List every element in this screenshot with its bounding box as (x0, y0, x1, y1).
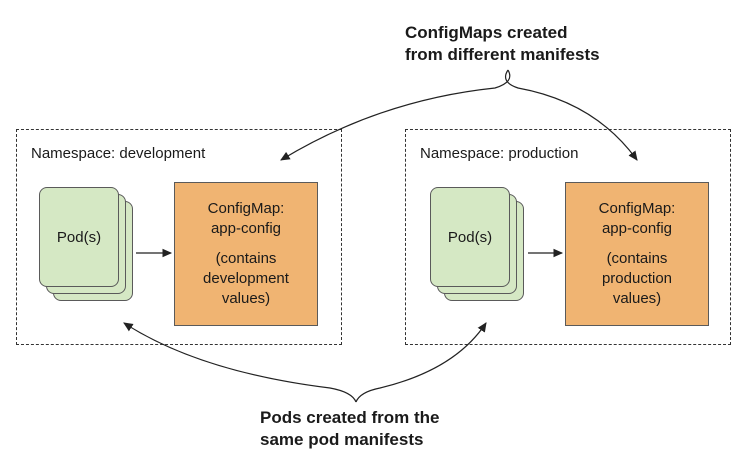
configmap-development: ConfigMap: app-config (contains developm… (174, 182, 318, 326)
configmaps-callout: ConfigMaps created from different manife… (405, 22, 600, 66)
pod-card-front: Pod(s) (39, 187, 119, 287)
pod-label: Pod(s) (447, 228, 493, 246)
configmaps-callout-line2: from different manifests (405, 45, 600, 64)
configmap-note-2: development (203, 270, 289, 287)
namespace-production-label: Namespace: production (420, 145, 579, 162)
pod-label: Pod(s) (56, 228, 102, 246)
namespace-production: Namespace: production Pod(s) ConfigMap: … (405, 129, 731, 345)
configmap-note-1: (contains (215, 250, 277, 267)
pods-callout: Pods created from the same pod manifests (260, 407, 440, 451)
configmap-title: ConfigMap: (598, 200, 676, 217)
configmaps-callout-line1: ConfigMaps created (405, 23, 568, 42)
pod-card-front: Pod(s) (430, 187, 510, 287)
configmap-note-3: values) (221, 290, 271, 307)
namespace-development-label: Namespace: development (31, 145, 206, 162)
pods-callout-line1: Pods created from the (260, 408, 440, 427)
namespace-development: Namespace: development Pod(s) ConfigMap:… (16, 129, 342, 345)
pods-callout-line2: same pod manifests (260, 430, 424, 449)
configmap-note-3: values) (612, 290, 662, 307)
configmap-dev-pointer (280, 69, 511, 161)
configmap-name: app-config (601, 220, 673, 237)
configmap-production: ConfigMap: app-config (contains producti… (565, 182, 709, 326)
configmap-name: app-config (210, 220, 282, 237)
configmap-note-1: (contains (606, 250, 668, 267)
pods-dev-pointer (123, 322, 357, 403)
configmap-prod-pointer (505, 69, 638, 161)
configmap-title: ConfigMap: (207, 200, 285, 217)
configmap-note-2: production (601, 270, 673, 287)
pods-prod-pointer (355, 322, 487, 403)
